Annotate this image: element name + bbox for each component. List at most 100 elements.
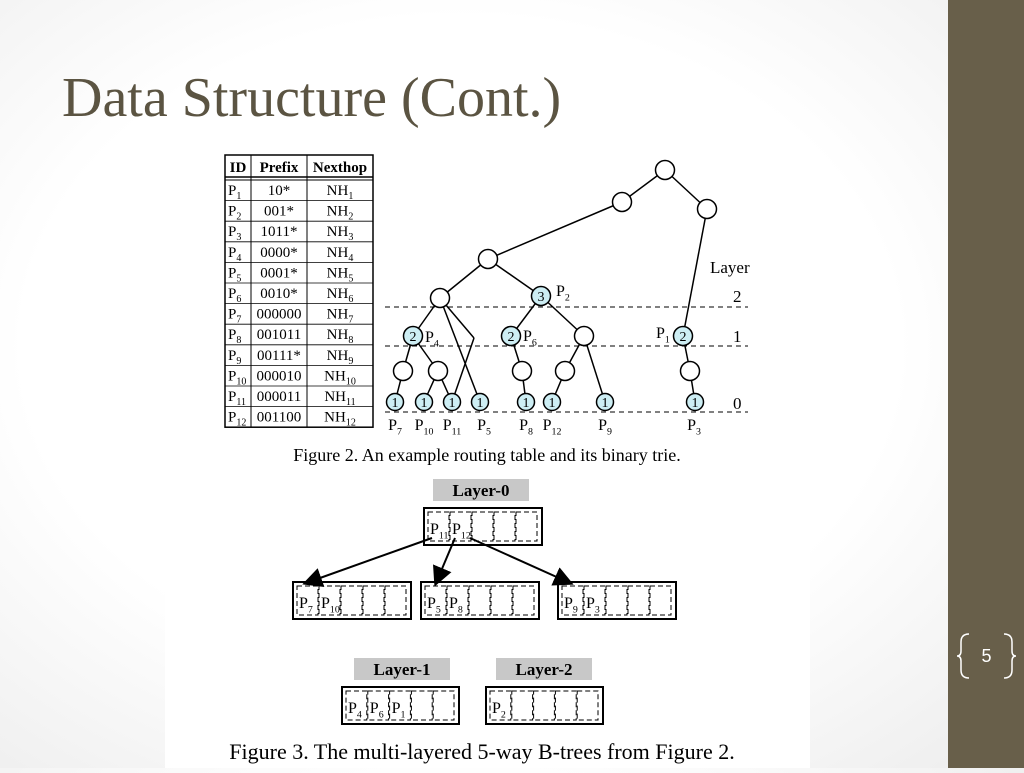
trie-label-p1-sub: 1 (665, 334, 670, 345)
trie-leaf-label: P11 (443, 417, 461, 437)
trie-leaf-label: P3 (687, 417, 701, 437)
trie-node-count: 2 (508, 330, 515, 345)
btree-entry-base: P (392, 700, 401, 717)
table-cell-id-base: P (228, 224, 236, 240)
btree-entry-base: P (370, 700, 379, 717)
figure3-caption: Figure 3. The multi-layered 5-way B-tree… (229, 739, 734, 764)
table-cell-id-base: P (228, 348, 236, 364)
btree-entry-sub: 2 (501, 709, 506, 720)
table-cell-nexthop-base: NH (327, 183, 349, 199)
table-cell-nexthop-base: NH (327, 327, 349, 343)
btree-entry-sub: 1 (401, 709, 406, 720)
trie-layer-value: 0 (733, 394, 742, 413)
trie-leaf-label-sub: 11 (452, 426, 462, 437)
trie-label-p4-base: P (425, 329, 434, 346)
trie-leaf-label-base: P (598, 417, 607, 434)
table-cell-prefix: 1011* (261, 224, 298, 240)
btree-entry-base: P (564, 595, 573, 612)
trie-leaf-label-sub: 8 (528, 426, 533, 437)
trie-node (656, 161, 675, 180)
trie-edge (683, 209, 707, 336)
btree-entry-sub: 12 (461, 530, 471, 541)
table-cell-prefix: 001011 (257, 327, 301, 343)
table-cell-id-base: P (228, 327, 236, 343)
trie-label-p4-sub: 4 (434, 338, 439, 349)
btree-entry-base: P (427, 595, 436, 612)
btree-entry-sub: 3 (595, 604, 600, 615)
table-cell-prefix: 0000* (260, 245, 298, 261)
table-header-cell: ID (230, 160, 247, 176)
btree-entry-base: P (299, 595, 308, 612)
table-cell-id-base: P (228, 368, 236, 384)
table-header-cell: Prefix (260, 160, 299, 176)
table-cell-nexthop-base: NH (327, 245, 349, 261)
btree-entry-sub: 5 (436, 604, 441, 615)
trie-node (698, 200, 717, 219)
btree-entry-sub: 4 (357, 709, 362, 720)
trie-leaf-label-base: P (415, 417, 424, 434)
btree-entry-base: P (452, 521, 461, 538)
trie-leaf-label-base: P (477, 417, 486, 434)
table-cell-id-base: P (228, 286, 236, 302)
table-cell-prefix: 0001* (260, 265, 298, 281)
trie-leaf-label-base: P (543, 417, 552, 434)
trie-leaf-label-base: P (687, 417, 696, 434)
trie-node-count: 3 (538, 290, 545, 305)
trie-label-p6-base: P (523, 328, 532, 345)
table-cell-nexthop-base: NH (327, 286, 349, 302)
trie-leaf-count: 1 (549, 396, 556, 411)
table-cell-prefix: 10* (268, 183, 291, 199)
page-number: 5 (957, 631, 1016, 681)
trie-label-p2-base: P (556, 283, 565, 300)
trie-leaf-label-base: P (388, 417, 397, 434)
trie-label-p6: P6 (523, 328, 537, 348)
btree-entry-sub: 8 (458, 604, 463, 615)
btree-entry-base: P (449, 595, 458, 612)
btree-entry-base: P (430, 521, 439, 538)
btree-entry-sub: 7 (308, 604, 313, 615)
trie-leaf-label-sub: 3 (696, 426, 701, 437)
trie-leaf-count: 1 (477, 396, 484, 411)
trie-node (575, 327, 594, 346)
table-cell-prefix: 0010* (260, 286, 298, 302)
trie-label-p1: P1 (656, 325, 670, 345)
trie-leaf-count: 1 (421, 396, 428, 411)
trie-leaf-label: P5 (477, 417, 491, 437)
trie-leaf-count: 1 (692, 396, 699, 411)
trie-layer-value: 2 (733, 287, 742, 306)
trie-node (613, 193, 632, 212)
trie-layer-value: 1 (733, 327, 742, 346)
figure2-caption: Figure 2. An example routing table and i… (293, 445, 680, 465)
trie-leaf-label-sub: 5 (486, 426, 491, 437)
trie-node (479, 250, 498, 269)
btree-entry-base: P (348, 700, 357, 717)
table-cell-id-sub: 12 (236, 418, 246, 429)
table-cell-id-base: P (228, 245, 236, 261)
trie-leaf-count: 1 (602, 396, 609, 411)
trie-edge (488, 202, 622, 259)
btree-layer-label: Layer-2 (516, 660, 573, 679)
btree-entry-base: P (492, 700, 501, 717)
trie-leaf-label: P7 (388, 417, 402, 437)
trie-leaf-label-base: P (519, 417, 528, 434)
table-cell-nexthop-base: NH (324, 389, 346, 405)
table-cell-nexthop-base: NH (327, 224, 349, 240)
figure2-caption-group: Figure 2. An example routing table and i… (293, 445, 680, 465)
trie-leaf-count: 1 (392, 396, 399, 411)
trie-leaf-label-sub: 10 (424, 426, 434, 437)
trie-leaf-label: P8 (519, 417, 533, 437)
table-cell-nexthop-base: NH (324, 368, 346, 384)
btree-entry-sub: 11 (439, 530, 449, 541)
trie-node-count: 2 (680, 330, 687, 345)
slide-title: Data Structure (Cont.) (62, 62, 561, 134)
table-cell-nexthop-base: NH (327, 265, 349, 281)
table-cell-prefix: 000011 (257, 389, 301, 405)
table-cell-id-base: P (228, 307, 236, 323)
trie-leaf-label-base: P (443, 417, 452, 434)
trie-leaf-label: P12 (543, 417, 562, 437)
btree-entry-sub: 9 (573, 604, 578, 615)
table-cell-prefix: 000010 (257, 368, 302, 384)
